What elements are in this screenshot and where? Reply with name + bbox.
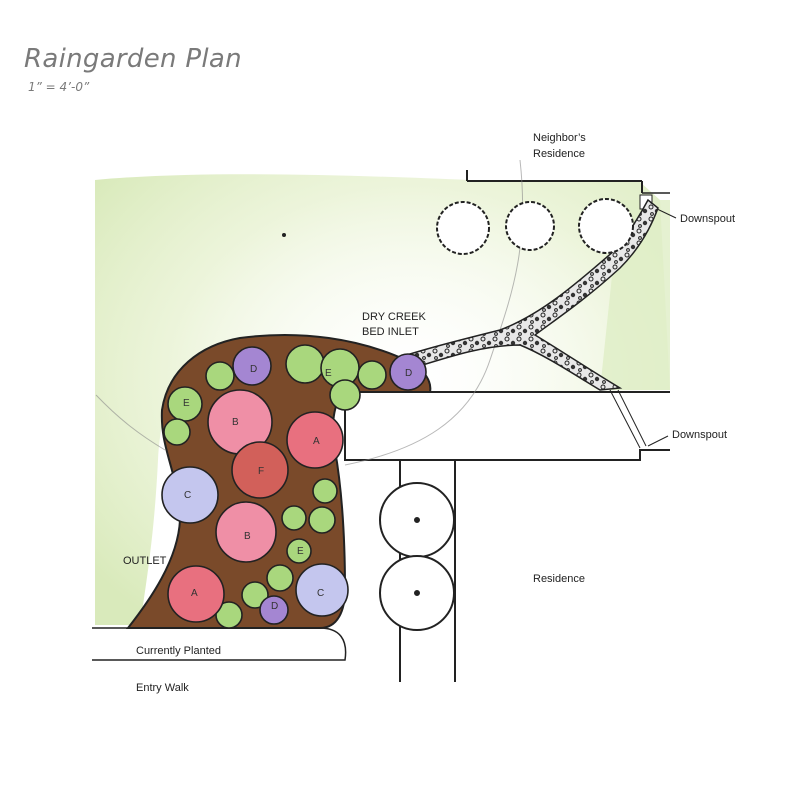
plan-title: Raingarden Plan xyxy=(24,44,242,74)
plants-E xyxy=(163,344,387,629)
plant-label-D: D xyxy=(405,368,412,379)
plant-label-F: F xyxy=(258,466,264,477)
plant-label-B: B xyxy=(232,417,239,428)
plant-label-E: E xyxy=(297,546,304,557)
entry-walk-label: Entry Walk xyxy=(136,682,189,694)
lawn-area xyxy=(95,174,670,625)
downspout-top-label: Downspout xyxy=(680,213,735,225)
plant-label-A: A xyxy=(313,436,320,447)
shrub-pair xyxy=(379,482,455,631)
outlet-label: OUTLET xyxy=(123,555,167,567)
neighbor-residence-outline xyxy=(466,170,670,194)
plant-label-C: C xyxy=(184,490,191,501)
plant-label-D: D xyxy=(271,601,278,612)
downspout-mid xyxy=(609,389,669,449)
plant-label-C: C xyxy=(317,588,324,599)
neighbor-residence-label-line1: Neighbor’s xyxy=(533,132,586,144)
plant-label-D: D xyxy=(250,364,257,375)
plant-label-A: A xyxy=(191,588,198,599)
plan-scale: 1” = 4’-0” xyxy=(28,80,90,94)
plants-F xyxy=(231,441,289,499)
plants-A xyxy=(167,411,344,623)
plants-C xyxy=(161,466,349,617)
dry-creek-bed xyxy=(383,198,659,391)
inlet-label-line1: DRY CREEK xyxy=(362,311,426,323)
tree-row xyxy=(436,198,634,255)
currently-planted-label: Currently Planted xyxy=(136,645,221,657)
plant-label-E: E xyxy=(325,368,332,379)
residence-label: Residence xyxy=(533,573,585,585)
inlet-label-line2: BED INLET xyxy=(362,326,419,338)
plants-D xyxy=(232,346,427,625)
downspout-mid-label: Downspout xyxy=(672,429,727,441)
plant-label-B: B xyxy=(244,531,251,542)
plants-B xyxy=(207,389,277,563)
plant-label-E: E xyxy=(183,398,190,409)
neighbor-residence-label-line2: Residence xyxy=(533,148,585,160)
